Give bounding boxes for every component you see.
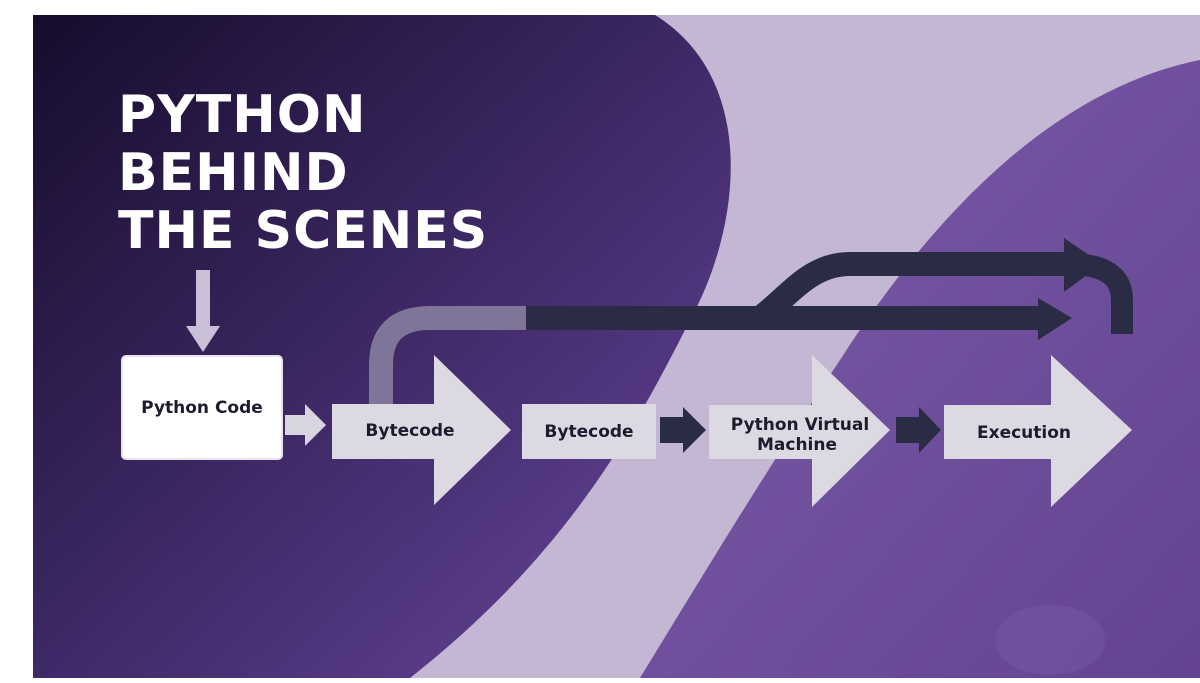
pvm-arrow-node: Python Virtual Machine: [709, 355, 890, 507]
python-code-node: Python Code: [121, 355, 283, 460]
execution-label: Execution: [977, 423, 1071, 443]
background-purple-swoosh: [640, 60, 1200, 678]
title-line-1: PYTHON: [118, 85, 367, 145]
python-code-label: Python Code: [141, 398, 263, 418]
down-arrow-icon: [186, 270, 220, 352]
arrow-small-1: [285, 404, 326, 446]
page-title: PYTHON BEHIND THE SCENES: [118, 86, 488, 260]
pvm-label-line1: Python Virtual: [731, 415, 869, 435]
title-line-2: BEHIND: [118, 143, 349, 203]
top-long-arrow: [526, 238, 1133, 340]
bytecode-arrow-node: Bytecode: [332, 355, 511, 505]
bytecode-box-node: Bytecode: [522, 404, 656, 459]
return-path-light: [369, 306, 528, 412]
arrow-dark-2: [896, 407, 941, 453]
title-line-3: THE SCENES: [118, 201, 489, 261]
pvm-label-line2: Machine: [757, 435, 837, 455]
bytecode-label-2: Bytecode: [544, 422, 633, 442]
execution-arrow-node: Execution: [944, 355, 1132, 507]
background-blob: [995, 605, 1105, 675]
bytecode-label-1: Bytecode: [365, 421, 454, 441]
arrow-dark-1: [660, 407, 706, 453]
